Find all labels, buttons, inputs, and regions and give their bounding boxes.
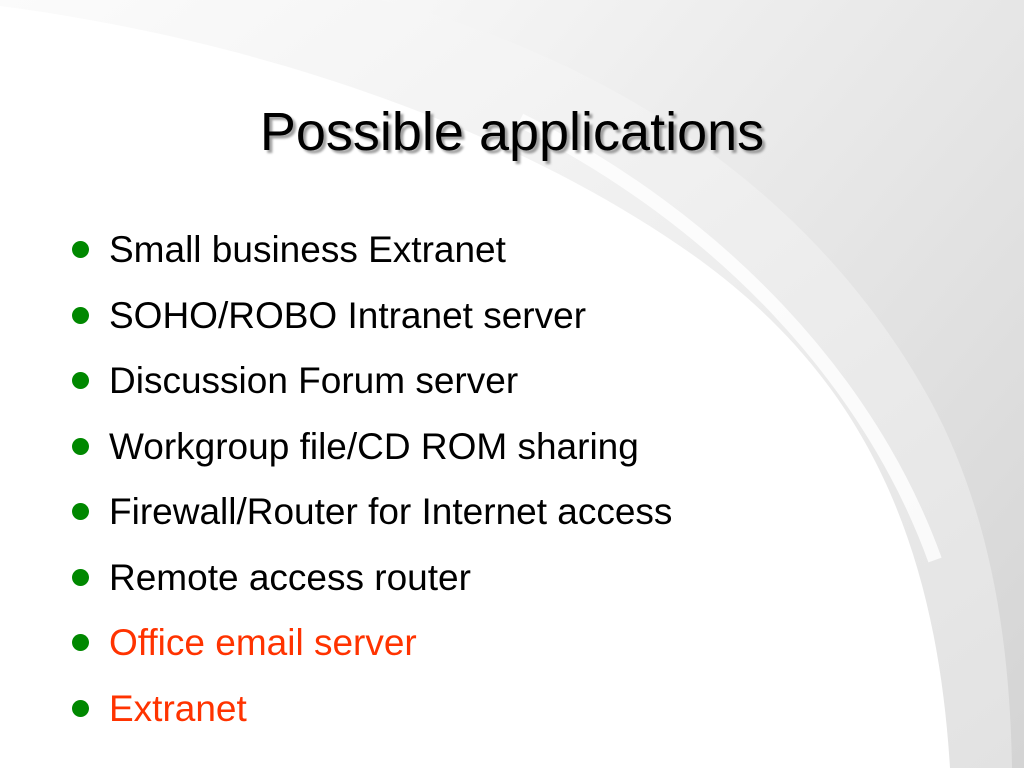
bullet-item: Office email server bbox=[72, 610, 672, 676]
bullet-item: Small business Extranet bbox=[72, 217, 672, 283]
swoosh-band-inner bbox=[380, 0, 1024, 768]
bullet-text: Small business Extranet bbox=[109, 229, 506, 270]
bullet-dot-icon bbox=[72, 306, 89, 324]
bullet-text: Firewall/Router for Internet access bbox=[109, 491, 673, 532]
bullet-item: Remote access router bbox=[72, 545, 672, 611]
bullet-item: SOHO/ROBO Intranet server bbox=[72, 283, 672, 349]
bullet-item: Workgroup file/CD ROM sharing bbox=[72, 414, 672, 480]
bullet-dot-icon bbox=[72, 634, 89, 652]
bullet-dot-icon bbox=[72, 437, 89, 455]
bullet-text: Remote access router bbox=[109, 556, 471, 598]
bullet-item: Extranet bbox=[72, 676, 672, 742]
slide-title: Possible applications bbox=[259, 102, 765, 162]
bullet-text: Extranet bbox=[109, 687, 247, 729]
bullet-text: Workgroup file/CD ROM sharing bbox=[109, 425, 639, 467]
swoosh-highlight bbox=[516, 113, 942, 563]
bullet-item: Firewall/Router for Internet access bbox=[72, 479, 672, 545]
bullet-dot-icon bbox=[72, 503, 89, 521]
bullet-text: SOHO/ROBO Intranet server bbox=[109, 294, 587, 336]
bullet-text: Office email server bbox=[109, 622, 417, 663]
bullet-item: Discussion Forum server bbox=[72, 348, 672, 414]
bullet-dot-icon bbox=[72, 699, 89, 717]
bullet-text: Discussion Forum server bbox=[109, 360, 519, 401]
bullet-dot-icon bbox=[72, 241, 89, 259]
bullet-dot-icon bbox=[72, 568, 89, 586]
bullet-dot-icon bbox=[72, 372, 89, 390]
